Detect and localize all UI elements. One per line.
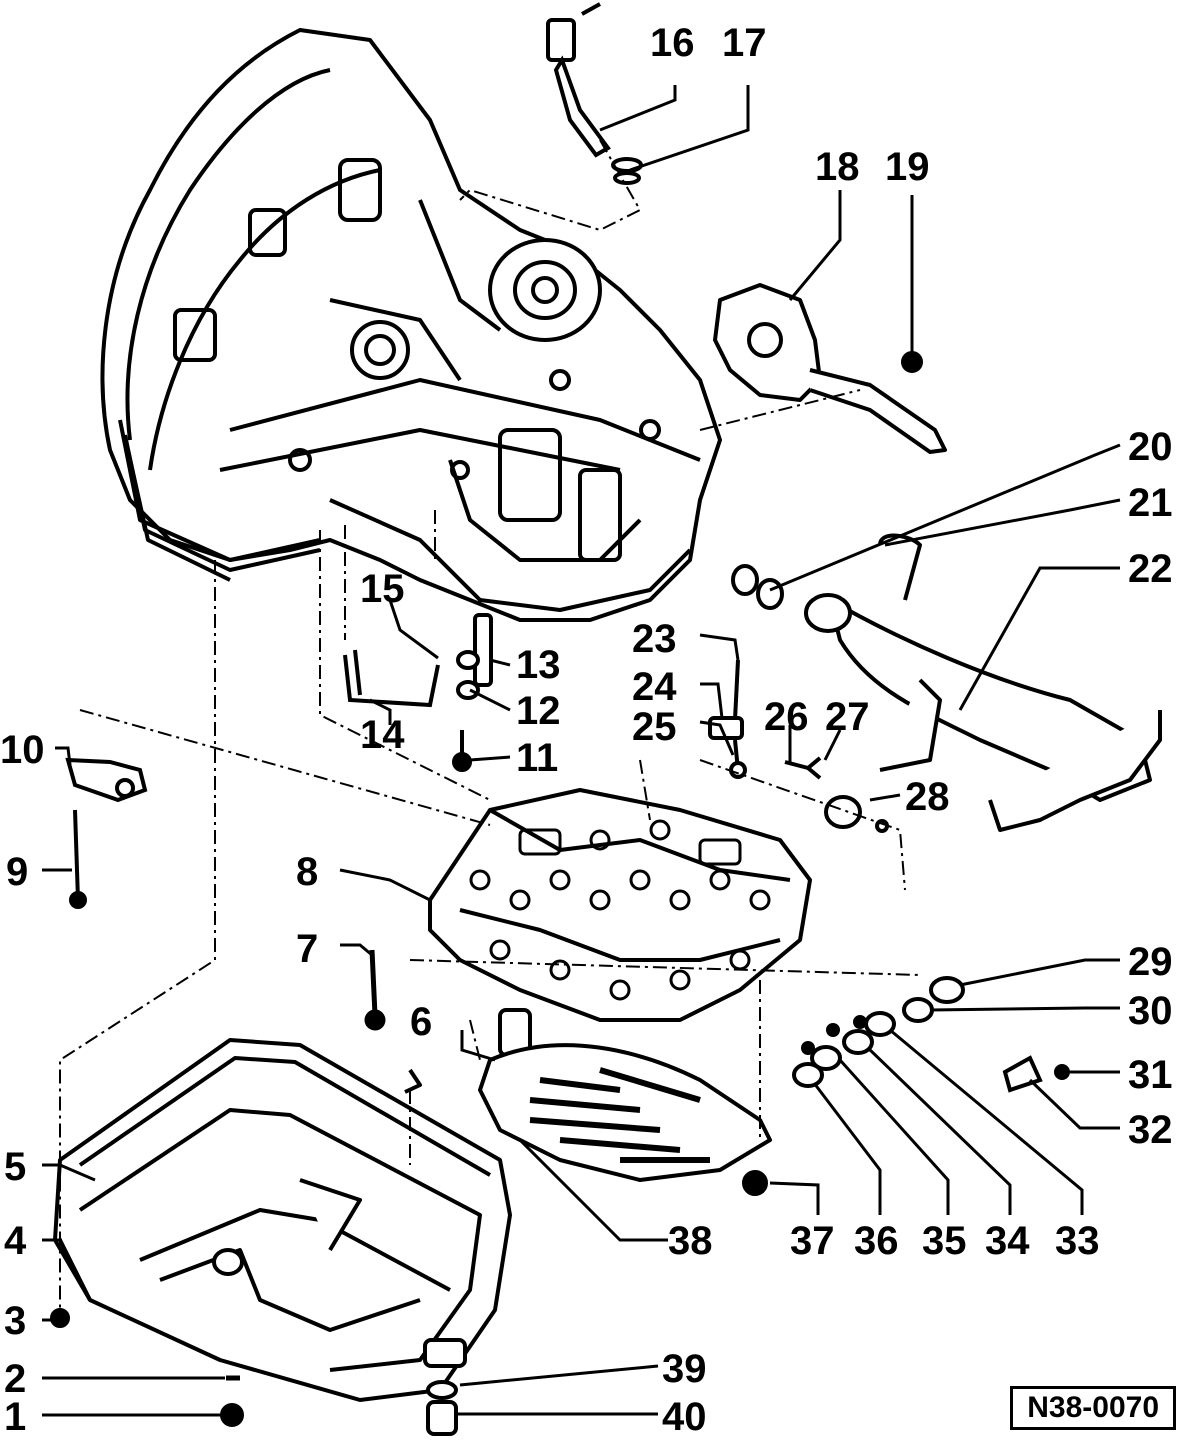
callout-15: 15 bbox=[360, 567, 405, 611]
callout-23: 23 bbox=[632, 617, 677, 661]
callout-13: 13 bbox=[516, 643, 561, 687]
callout-19: 19 bbox=[885, 145, 930, 189]
reference-code-box: N38-0070 bbox=[1010, 1386, 1176, 1430]
callout-20: 20 bbox=[1128, 425, 1173, 469]
callout-22: 22 bbox=[1128, 547, 1173, 591]
wiring-harness bbox=[343, 649, 440, 708]
callout-27: 27 bbox=[825, 695, 870, 739]
callout-29: 29 bbox=[1128, 940, 1173, 984]
callout-34: 34 bbox=[985, 1219, 1030, 1263]
callout-37: 37 bbox=[790, 1219, 835, 1263]
oil-strainer bbox=[478, 1008, 772, 1196]
callout-26: 26 bbox=[764, 695, 809, 739]
callout-12: 12 bbox=[516, 689, 561, 733]
callout-39: 39 bbox=[662, 1347, 707, 1391]
callout-25: 25 bbox=[632, 705, 677, 749]
callout-7: 7 bbox=[296, 927, 318, 971]
callout-11: 11 bbox=[516, 736, 558, 780]
bolt-7 bbox=[364, 949, 386, 1031]
callout-16: 16 bbox=[650, 21, 695, 65]
bolts-11-13 bbox=[452, 613, 493, 772]
callout-40: 40 bbox=[662, 1395, 707, 1439]
leader-lines bbox=[42, 85, 1121, 1417]
assembly-lines bbox=[59, 139, 921, 1320]
callout-6: 6 bbox=[410, 1000, 432, 1044]
dipstick-tube bbox=[731, 533, 1162, 832]
callout-10: 10 bbox=[0, 728, 45, 772]
callout-8: 8 bbox=[296, 850, 318, 894]
bracket-9-10 bbox=[65, 757, 148, 909]
callout-24: 24 bbox=[632, 665, 677, 709]
callout-labels: 1 2 3 4 5 6 7 8 9 10 11 12 13 14 15 16 1… bbox=[0, 21, 1173, 1439]
callout-28: 28 bbox=[905, 775, 950, 819]
callout-4: 4 bbox=[4, 1219, 27, 1263]
valve-body bbox=[428, 788, 812, 1022]
callout-36: 36 bbox=[854, 1219, 899, 1263]
callout-9: 9 bbox=[6, 850, 28, 894]
transmission-housing bbox=[100, 28, 722, 622]
drain-hardware bbox=[50, 1308, 458, 1436]
callout-17: 17 bbox=[722, 21, 767, 65]
callout-14: 14 bbox=[360, 713, 405, 757]
selector-lever bbox=[713, 283, 947, 454]
callout-31: 31 bbox=[1128, 1053, 1173, 1097]
callout-1: 1 bbox=[4, 1395, 26, 1439]
speed-sensor bbox=[546, 2, 643, 185]
callout-32: 32 bbox=[1128, 1108, 1173, 1152]
callout-21: 21 bbox=[1128, 481, 1173, 525]
oil-pan bbox=[53, 1038, 512, 1402]
callout-30: 30 bbox=[1128, 989, 1173, 1033]
callout-5: 5 bbox=[4, 1145, 26, 1189]
seals-29-37 bbox=[792, 976, 1070, 1093]
callout-18: 18 bbox=[815, 145, 860, 189]
hardware-23-28 bbox=[708, 659, 889, 833]
callout-2: 2 bbox=[4, 1357, 26, 1401]
callout-38: 38 bbox=[668, 1219, 713, 1263]
callout-35: 35 bbox=[922, 1219, 967, 1263]
callout-3: 3 bbox=[4, 1299, 26, 1343]
callout-33: 33 bbox=[1055, 1219, 1100, 1263]
